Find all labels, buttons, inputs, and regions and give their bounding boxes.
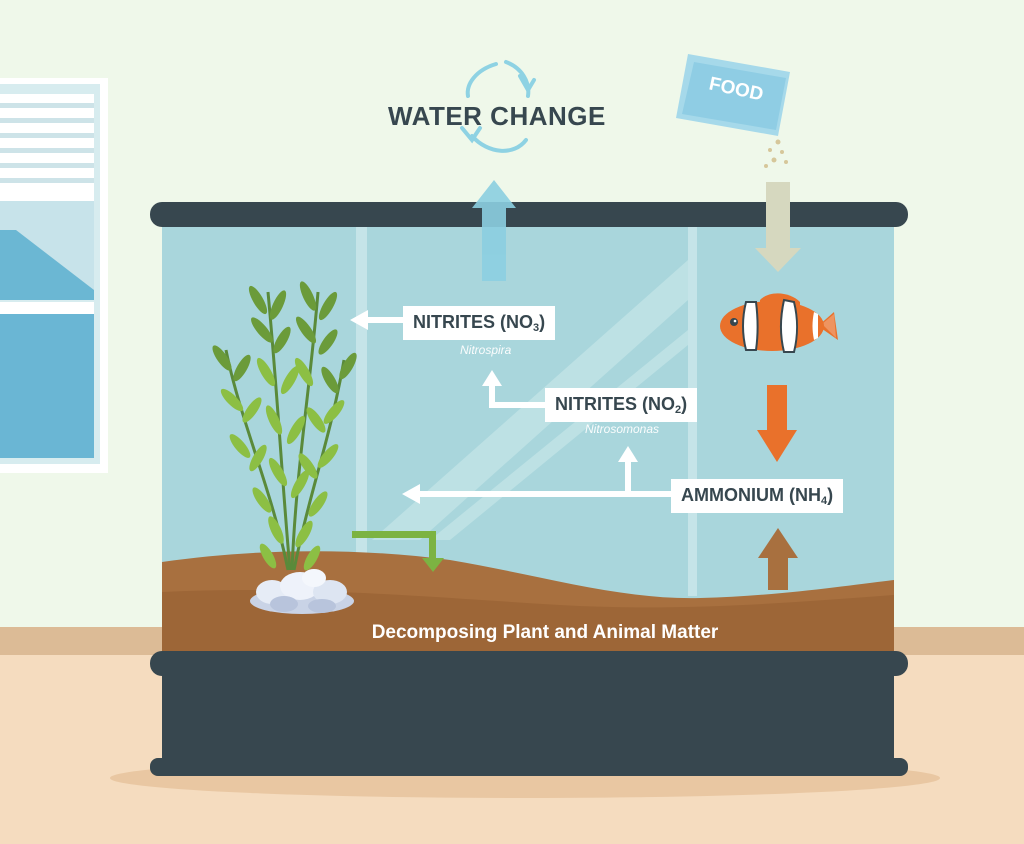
nitrospira-label: Nitrospira xyxy=(460,343,512,357)
nitrite-label: NITRITES (NO2) xyxy=(545,388,698,422)
tank-top-rim xyxy=(150,202,908,227)
ammonium-label: AMMONIUM (NH4) xyxy=(671,479,844,513)
nitrate-label: NITRITES (NO3) xyxy=(403,306,556,340)
fish-waste-arrow xyxy=(757,385,797,462)
decomposing-matter-label: Decomposing Plant and Animal Matter xyxy=(371,622,719,643)
decomposition-arrow xyxy=(758,528,798,590)
window xyxy=(0,78,108,473)
rock-pile xyxy=(250,569,354,614)
ammonium-label-text: AMMONIUM (NH xyxy=(681,485,821,505)
ammonium-to-plant-arrow xyxy=(402,484,672,504)
nitrite-label-close: ) xyxy=(681,394,688,414)
ammonium-label-subscript: 4 xyxy=(820,495,828,507)
food-input-arrow xyxy=(755,182,801,272)
ammonium-to-nitrite-arrow xyxy=(618,446,638,494)
food-packet xyxy=(676,54,790,136)
nitrite-label-subscript: 2 xyxy=(675,404,682,416)
nitrosomonas-label: Nitrosomonas xyxy=(585,422,660,436)
nitrate-label-text: NITRITES (NO xyxy=(413,312,533,332)
nitrate-label-close: ) xyxy=(539,312,546,332)
nitrate-label-subscript: 3 xyxy=(533,322,540,334)
water-change-cycle-icon xyxy=(460,60,536,153)
ammonium-label-close: ) xyxy=(827,485,834,505)
nitrite-label-text: NITRITES (NO xyxy=(555,394,675,414)
water-change-title: WATER CHANGE xyxy=(388,101,606,131)
nitrate-to-plant-arrow xyxy=(350,310,405,330)
aquarium-plant xyxy=(212,281,357,571)
tank-stand xyxy=(162,676,894,762)
tank-bottom-rim xyxy=(150,651,908,676)
nitrite-to-nitrate-arrow xyxy=(482,370,545,408)
food-flakes xyxy=(764,139,788,168)
plant-uptake-arrow xyxy=(352,531,444,572)
water-change-arrow xyxy=(472,180,516,281)
clownfish xyxy=(720,293,838,353)
